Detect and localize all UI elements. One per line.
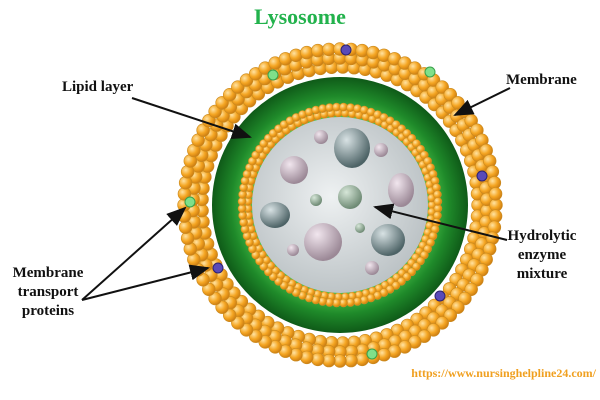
label-line: enzyme — [517, 247, 567, 263]
vesicle — [388, 173, 414, 207]
vesicle — [260, 202, 290, 228]
transport-proteins — [184, 44, 488, 360]
bead — [433, 197, 443, 206]
bead — [485, 165, 500, 179]
bead — [180, 231, 195, 245]
bead — [178, 176, 193, 190]
vesicle — [287, 244, 299, 256]
protein-purple — [434, 290, 446, 302]
protein-purple — [340, 44, 352, 56]
vesicle — [334, 128, 370, 168]
vesicle — [338, 185, 362, 209]
arrow-transport-1 — [81, 206, 187, 301]
vesicle — [310, 194, 322, 206]
label-membrane: Membrane — [506, 72, 577, 88]
membrane-bead-layer — [177, 42, 503, 368]
bead — [311, 43, 325, 58]
label-line: proteins — [21, 303, 75, 319]
bead — [239, 73, 254, 87]
arrow-membrane — [453, 87, 511, 116]
label-line: Hydrolytic — [507, 228, 577, 244]
vesicle — [304, 223, 342, 261]
enzyme-vesicles — [260, 128, 414, 275]
bead — [487, 176, 502, 190]
bead — [208, 291, 222, 306]
label-hydrolytic-enzyme-mixture: Hydrolytic enzyme mixture — [500, 227, 584, 284]
protein-green — [366, 348, 378, 360]
protein-green — [184, 196, 196, 208]
watermark-url: https://www.nursinghelpline24.com/ — [411, 366, 596, 380]
bead — [311, 352, 325, 367]
bead — [355, 43, 369, 58]
label-line: mixture — [516, 266, 568, 282]
vesicle — [371, 224, 405, 256]
bead — [426, 323, 441, 337]
label-line: Membrane — [12, 265, 84, 281]
arrow-transport-2 — [81, 264, 210, 301]
page-title: Lysosome — [254, 4, 346, 29]
vesicle — [280, 156, 308, 184]
bead — [178, 220, 193, 234]
bead — [487, 220, 502, 234]
vesicle — [365, 261, 379, 275]
arrow-hydrolytic — [373, 203, 508, 241]
protein-purple — [212, 262, 224, 274]
protein-purple — [476, 170, 488, 182]
bead — [488, 209, 503, 223]
protein-green — [424, 66, 436, 78]
inner-bead-layer — [237, 102, 443, 308]
arrow-lipid-layer — [131, 97, 252, 139]
vesicle — [355, 223, 365, 233]
vesicle — [314, 130, 328, 144]
bead — [322, 353, 336, 368]
vesicle — [374, 143, 388, 157]
label-line: transport — [17, 284, 79, 300]
bead — [249, 329, 263, 343]
bead — [488, 187, 503, 201]
bead — [300, 45, 314, 60]
arrows — [81, 87, 511, 301]
bead — [464, 282, 478, 296]
label-lipid-layer: Lipid layer — [62, 79, 134, 95]
label-membrane-transport-proteins: Membrane transport proteins — [4, 264, 92, 321]
protein-green — [267, 69, 279, 81]
